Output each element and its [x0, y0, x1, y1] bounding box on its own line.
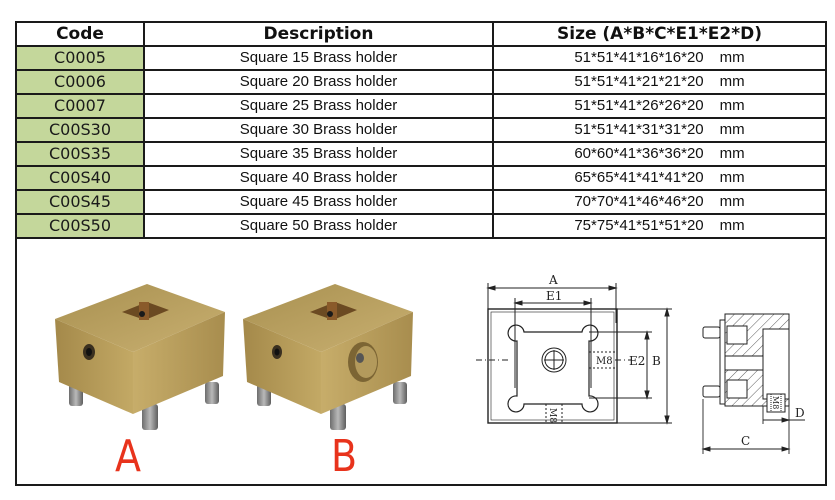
- size-unit: mm: [719, 193, 745, 210]
- cell-size: 75*75*41*51*51*20 mm: [492, 213, 827, 239]
- cell-code: C0005: [15, 45, 145, 71]
- thread-side-label: M8: [596, 356, 613, 367]
- table-row: C00S30 Square 30 Brass holder 51*51*41*3…: [15, 117, 827, 143]
- table-header-row: Code Description Size (A*B*C*E1*E2*D): [15, 21, 827, 47]
- cell-code: C0007: [15, 93, 145, 119]
- cell-description: Square 20 Brass holder: [143, 69, 494, 95]
- cell-description: Square 30 Brass holder: [143, 117, 494, 143]
- side-thread-label: M8: [771, 396, 780, 409]
- dim-b-label: B: [652, 354, 661, 368]
- cell-code: C00S30: [15, 117, 145, 143]
- cell-size: 51*51*41*26*26*20 mm: [492, 93, 827, 119]
- cell-description: Square 40 Brass holder: [143, 165, 494, 191]
- header-size: Size (A*B*C*E1*E2*D): [492, 21, 827, 47]
- cell-code: C0006: [15, 69, 145, 95]
- spec-table: Code Description Size (A*B*C*E1*E2*D) C0…: [15, 21, 827, 239]
- side-view-drawing: D C M8: [701, 313, 805, 454]
- size-unit: mm: [719, 217, 745, 234]
- photo-a-label: A: [115, 430, 141, 482]
- table-row: C00S50 Square 50 Brass holder 75*75*41*5…: [15, 213, 827, 239]
- spec-sheet: Code Description Size (A*B*C*E1*E2*D) C0…: [15, 21, 827, 486]
- size-unit: mm: [719, 49, 745, 66]
- brass-holder-photo-a: [55, 284, 225, 430]
- cell-size: 60*60*41*36*36*20 mm: [492, 141, 827, 167]
- size-unit: mm: [719, 121, 745, 138]
- size-value: 60*60*41*36*36*20: [574, 145, 704, 162]
- size-unit: mm: [719, 169, 745, 186]
- cell-description: Square 50 Brass holder: [143, 213, 494, 239]
- cell-size: 51*51*41*21*21*20 mm: [492, 69, 827, 95]
- size-unit: mm: [719, 73, 745, 90]
- cell-code: C00S45: [15, 189, 145, 215]
- cell-code: C00S50: [15, 213, 145, 239]
- thread-bottom-label: M8: [547, 408, 557, 423]
- table-row: C0006 Square 20 Brass holder 51*51*41*21…: [15, 69, 827, 95]
- cell-size: 70*70*41*46*46*20 mm: [492, 189, 827, 215]
- top-view-drawing: A E1 E2 B M8 M8: [476, 273, 672, 425]
- header-code: Code: [15, 21, 145, 47]
- size-value: 51*51*41*16*16*20: [574, 49, 704, 66]
- size-unit: mm: [719, 145, 745, 162]
- cell-code: C00S40: [15, 165, 145, 191]
- dim-e2-label: E2: [629, 354, 645, 368]
- dim-d-label: D: [795, 406, 805, 420]
- cell-description: Square 15 Brass holder: [143, 45, 494, 71]
- table-row: C00S45 Square 45 Brass holder 70*70*41*4…: [15, 189, 827, 215]
- table-row: C00S40 Square 40 Brass holder 65*65*41*4…: [15, 165, 827, 191]
- cell-size: 51*51*41*31*31*20 mm: [492, 117, 827, 143]
- size-value: 70*70*41*46*46*20: [574, 193, 704, 210]
- cell-size: 65*65*41*41*41*20 mm: [492, 165, 827, 191]
- illustration-panel: A B: [17, 254, 825, 484]
- cell-description: Square 45 Brass holder: [143, 189, 494, 215]
- cell-size: 51*51*41*16*16*20 mm: [492, 45, 827, 71]
- header-description: Description: [143, 21, 494, 47]
- table-row: C0007 Square 25 Brass holder 51*51*41*26…: [15, 93, 827, 119]
- size-value: 75*75*41*51*51*20: [574, 217, 704, 234]
- dim-e1-label: E1: [546, 289, 562, 303]
- brass-holder-photo-b: [243, 284, 413, 430]
- photo-b-label: B: [331, 430, 358, 482]
- size-value: 51*51*41*26*26*20: [574, 97, 704, 114]
- dim-c-label: C: [741, 434, 750, 448]
- cell-description: Square 35 Brass holder: [143, 141, 494, 167]
- cell-code: C00S35: [15, 141, 145, 167]
- table-row: C00S35 Square 35 Brass holder 60*60*41*3…: [15, 141, 827, 167]
- size-value: 65*65*41*41*41*20: [574, 169, 704, 186]
- cell-description: Square 25 Brass holder: [143, 93, 494, 119]
- size-value: 51*51*41*31*31*20: [574, 121, 704, 138]
- dim-a-label: A: [548, 273, 558, 287]
- size-unit: mm: [719, 97, 745, 114]
- size-value: 51*51*41*21*21*20: [574, 73, 704, 90]
- table-row: C0005 Square 15 Brass holder 51*51*41*16…: [15, 45, 827, 71]
